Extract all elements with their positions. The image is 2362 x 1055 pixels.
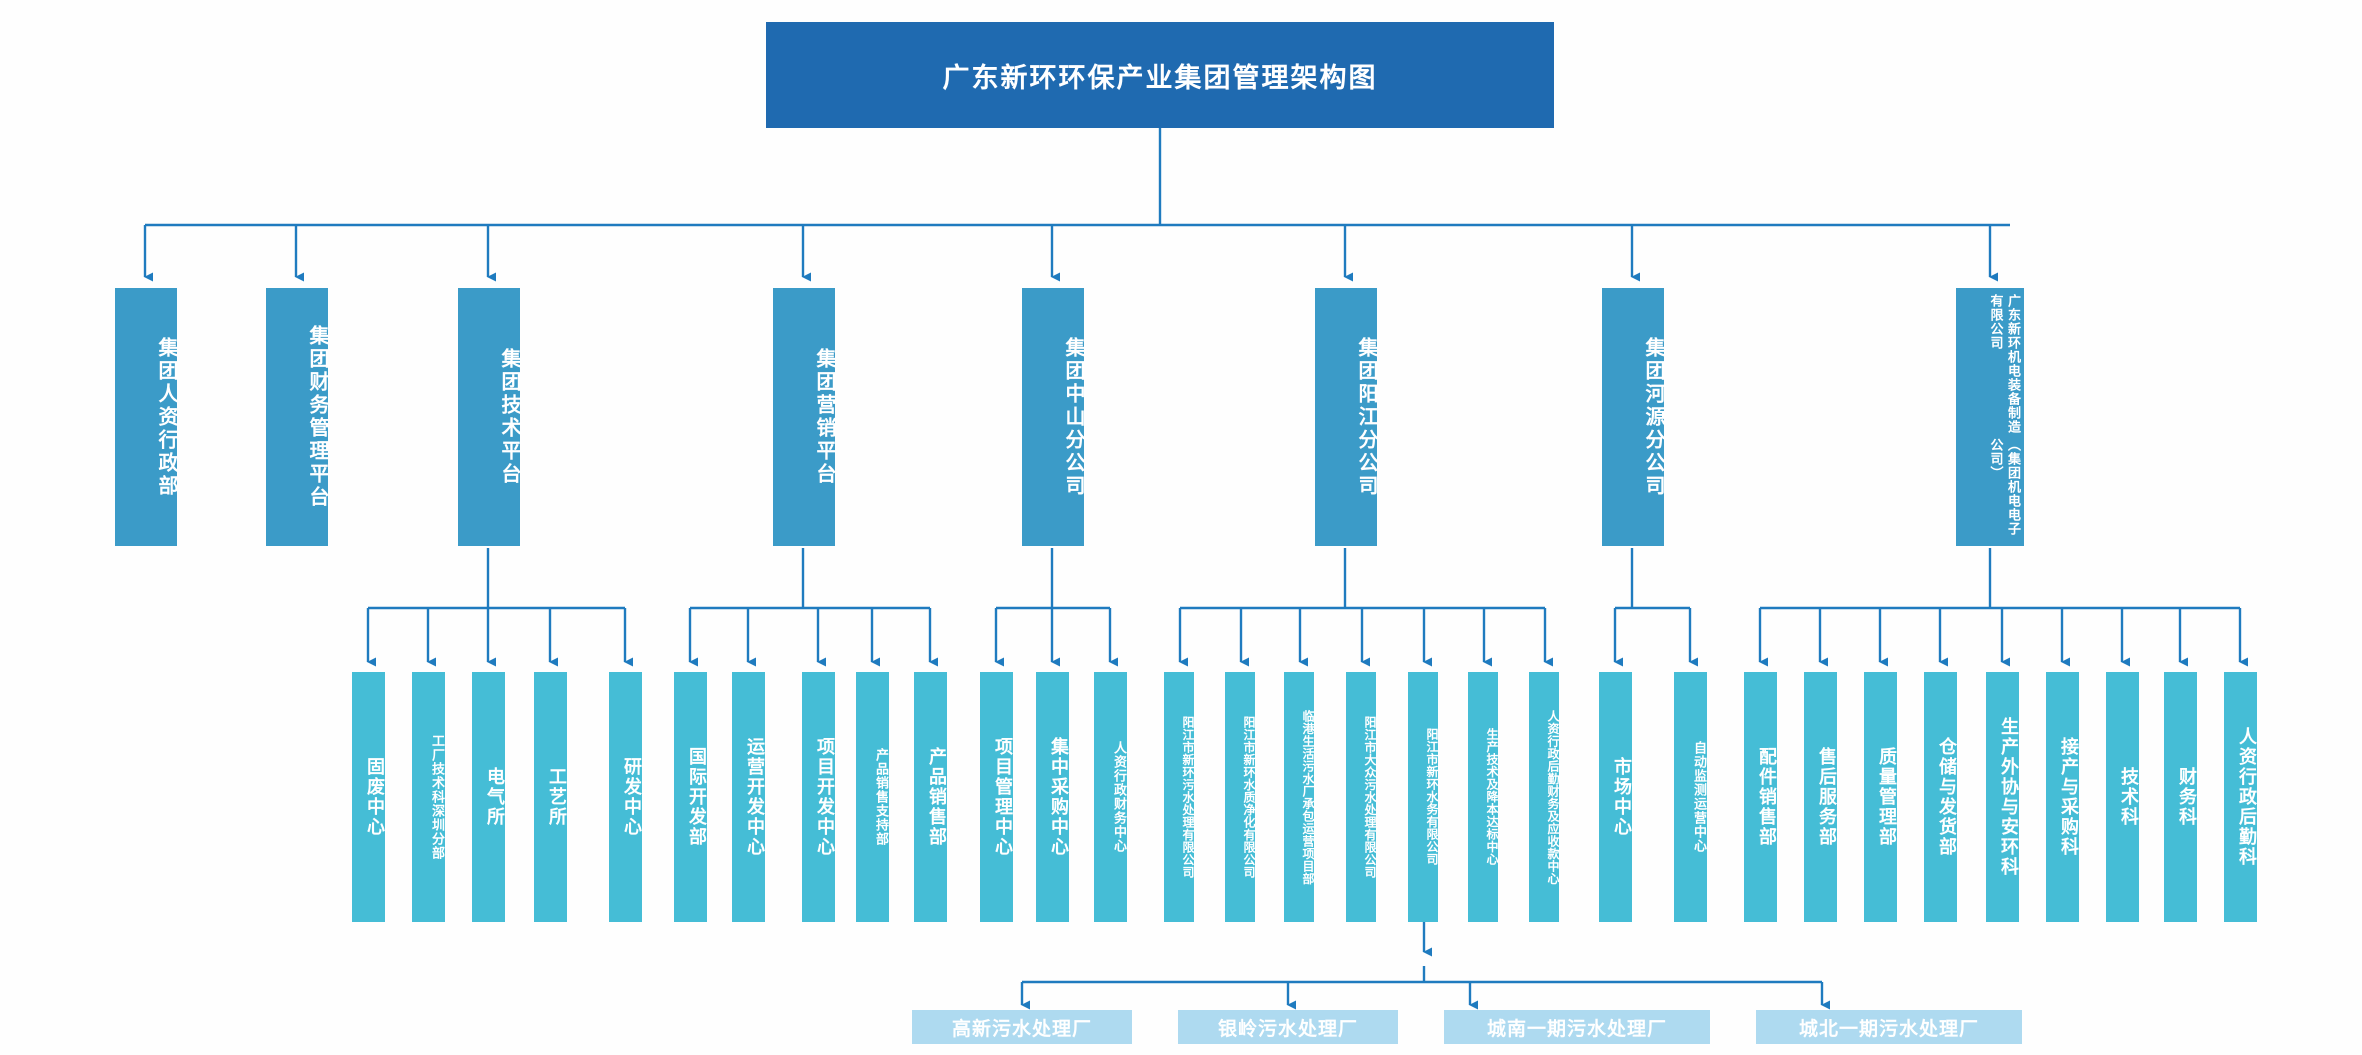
level4-node-chengnan-phase1-plant[interactable]: 城南一期污水处理厂 (1444, 1010, 1710, 1044)
level2-node-yangjiang-branch[interactable]: 集团阳江分公司 (1315, 288, 1377, 546)
level3-node-yangjiang-xinhuan-sewage[interactable]: 阳江市新环污水处理有限公司 (1164, 672, 1194, 922)
level3-node-auto-monitoring-operation-center[interactable]: 自动监测运营中心 (1674, 672, 1707, 922)
level4-node-chengbei-phase1-plant[interactable]: 城北一期污水处理厂 (1756, 1010, 2022, 1044)
level3-node-after-sales-service-dept[interactable]: 售后服务部 (1804, 672, 1837, 922)
level2-node-group-marketing-platform[interactable]: 集团营销平台 (773, 288, 835, 546)
level2-node-group-finance-platform[interactable]: 集团财务管理平台 (266, 288, 328, 546)
level2-node-zhongshan-branch[interactable]: 集团中山分公司 (1022, 288, 1084, 546)
level3-node-rnd-center[interactable]: 研发中心 (609, 672, 642, 922)
level3-node-international-development[interactable]: 国际开发部 (674, 672, 707, 922)
level3-node-production-tech-cost-center[interactable]: 生产技术及降本达标中心 (1468, 672, 1498, 922)
level3-node-operation-development-center[interactable]: 运营开发中心 (732, 672, 765, 922)
level3-node-quality-management-dept[interactable]: 质量管理部 (1864, 672, 1897, 922)
level3-node-production-outsourcing-safety[interactable]: 生产外协与安环科 (1986, 672, 2019, 922)
level2-node-electromechanical-line2: （集团机电电子公司） (1988, 437, 2021, 536)
level3-node-process-institute[interactable]: 工艺所 (534, 672, 567, 922)
level3-node-hr-admin-logistics-receivables[interactable]: 人资行政后勤财务及应收款中心 (1529, 672, 1559, 922)
level3-node-market-center[interactable]: 市场中心 (1599, 672, 1632, 922)
level3-node-finance-section[interactable]: 财务科 (2164, 672, 2197, 922)
level4-node-gaoxin-plant[interactable]: 高新污水处理厂 (912, 1010, 1132, 1044)
level4-node-yinling-plant[interactable]: 银岭污水处理厂 (1178, 1010, 1398, 1044)
level3-node-hr-admin-finance-center[interactable]: 人资行政财务中心 (1094, 672, 1127, 922)
level3-node-project-development-center[interactable]: 项目开发中心 (802, 672, 835, 922)
level2-node-heyuan-branch[interactable]: 集团河源分公司 (1602, 288, 1664, 546)
level3-node-production-procurement-section[interactable]: 接产与采购科 (2046, 672, 2079, 922)
level2-node-electromechanical-line1: 广东新环机电装备制造有限公司 (1988, 294, 2021, 434)
level3-node-factory-tech-shenzhen[interactable]: 工厂技术科深圳分部 (412, 672, 445, 922)
level2-node-group-hr-admin[interactable]: 集团人资行政部 (115, 288, 177, 546)
level3-node-warehouse-shipping-dept[interactable]: 仓储与发货部 (1924, 672, 1957, 922)
level3-node-parts-sales-dept[interactable]: 配件销售部 (1744, 672, 1777, 922)
level3-node-solid-waste-center[interactable]: 固废中心 (352, 672, 385, 922)
level3-node-centralized-procurement-center[interactable]: 集中采购中心 (1036, 672, 1069, 922)
level2-node-group-technology-platform[interactable]: 集团技术平台 (458, 288, 520, 546)
level3-node-project-management-center[interactable]: 项目管理中心 (980, 672, 1013, 922)
level3-node-product-sales-support[interactable]: 产品销售支持部 (856, 672, 889, 922)
level3-node-technology-section[interactable]: 技术科 (2106, 672, 2139, 922)
level3-node-yangjiang-dazhong-sewage[interactable]: 阳江市大众污水处理有限公司 (1346, 672, 1376, 922)
root-node-title[interactable]: 广东新环环保产业集团管理架构图 (766, 22, 1554, 128)
level2-node-electromechanical-company[interactable]: 广东新环机电装备制造有限公司 （集团机电电子公司） (1956, 288, 2024, 546)
level3-node-hr-admin-logistics-section[interactable]: 人资行政后勤科 (2224, 672, 2257, 922)
level3-node-electrical-institute[interactable]: 电气所 (472, 672, 505, 922)
level3-node-yangjiang-water-affairs[interactable]: 阳江市新环水务有限公司 (1408, 672, 1438, 922)
level3-node-lingang-sewage-operation[interactable]: 临港生活污水厂承包运营项目部 (1284, 672, 1314, 922)
level3-node-product-sales-dept[interactable]: 产品销售部 (914, 672, 947, 922)
level3-node-yangjiang-water-purification[interactable]: 阳江市新环水质净化有限公司 (1225, 672, 1255, 922)
